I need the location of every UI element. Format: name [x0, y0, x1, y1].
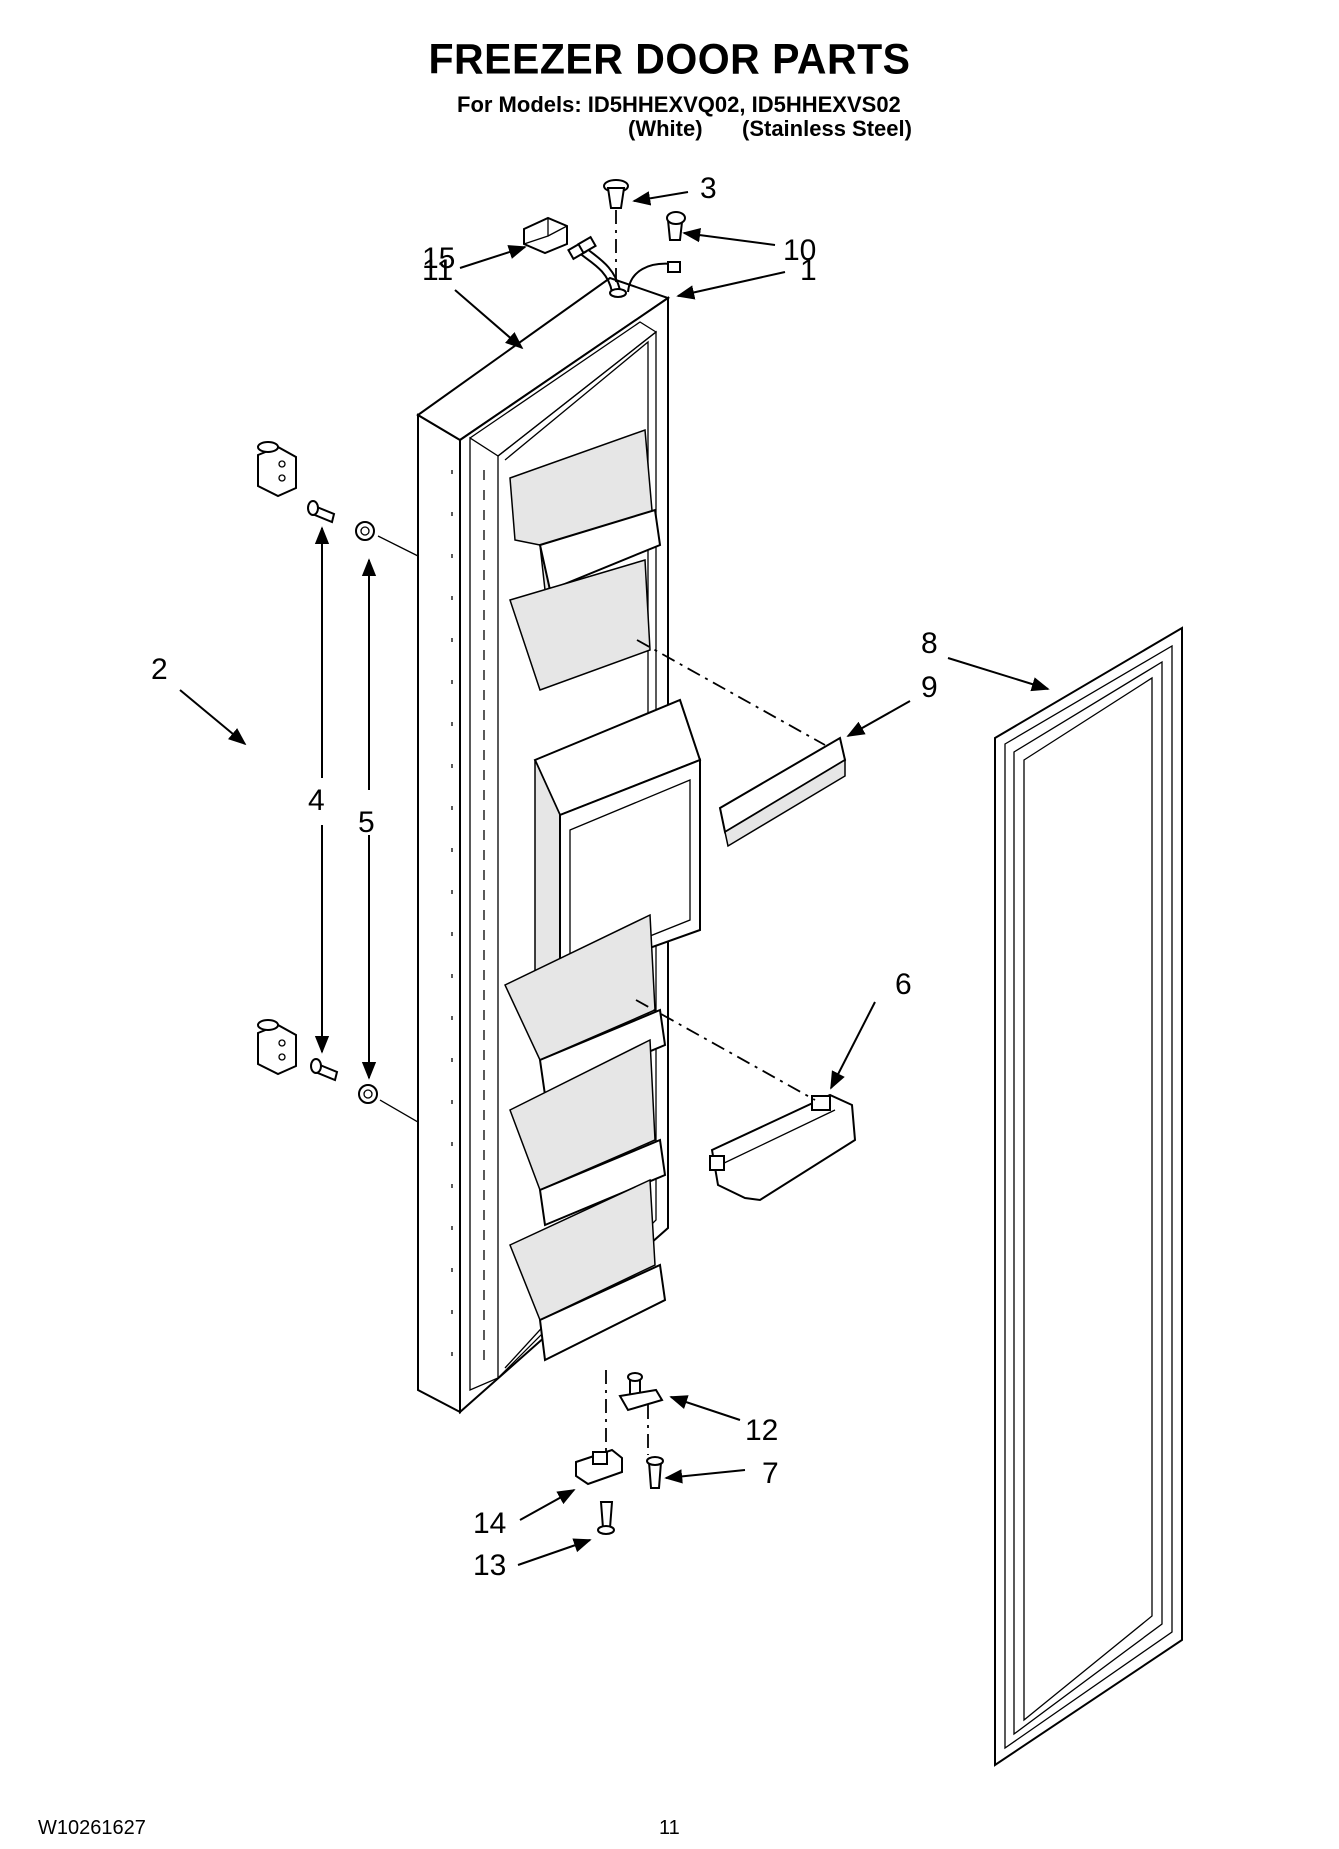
door-shelf-bar-part	[709, 1093, 857, 1202]
callout-12: 12	[745, 1414, 778, 1447]
callout-5: 5	[358, 806, 375, 839]
callout-9: 9	[921, 671, 938, 704]
bottom-hinge-parts	[575, 1372, 664, 1535]
hinge-hardware	[257, 441, 419, 1123]
callout-6: 6	[895, 968, 912, 1001]
callout-13: 13	[473, 1549, 506, 1582]
callout-14: 14	[473, 1507, 506, 1540]
models-line: For Models: ID5HHEXVQ02, ID5HHEXVS02	[457, 92, 901, 117]
callout-15: 15	[422, 242, 455, 275]
callout-7: 7	[762, 1457, 779, 1490]
callout-11: 11	[422, 254, 453, 287]
page-number: 11	[659, 1817, 680, 1839]
assembly-lines	[314, 210, 826, 1455]
callout-2: 2	[151, 653, 168, 686]
callout-arrows	[179, 191, 1050, 1566]
top-small-parts	[523, 179, 686, 255]
variant-stainless-label: (Stainless Steel)	[742, 116, 912, 141]
callout-1: 1	[800, 254, 817, 287]
variant-white-label: (White)	[628, 116, 703, 141]
callout-3: 3	[700, 172, 717, 205]
callout-8: 8	[921, 627, 938, 660]
document-number: W10261627	[38, 1817, 146, 1839]
door-shelves	[504, 428, 702, 1362]
callout-labels: 1 2 3 4 5 6 7 8 9 10 11 12 13 14 15	[151, 172, 938, 1582]
callout-10: 10	[783, 234, 816, 267]
shelf-retainer-part	[718, 736, 847, 848]
door-gasket	[994, 626, 1183, 1767]
callout-4: 4	[308, 784, 325, 817]
page-title: FREEZER DOOR PARTS	[428, 34, 911, 84]
